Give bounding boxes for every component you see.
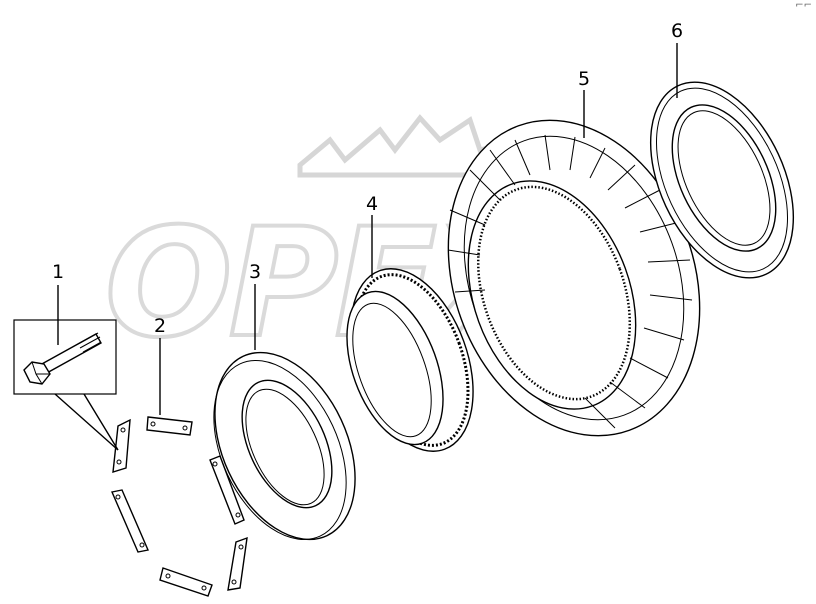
part-1-bolt [13,319,117,395]
leader-1-plates [54,393,119,451]
corner-mark: ⌐⌐ [795,0,812,11]
callout-2: 2 [154,315,166,337]
callout-3: 3 [249,261,261,283]
part-6-flange [649,81,795,279]
callout-6: 6 [671,20,683,42]
bolt-box [13,319,117,395]
callout-1: 1 [52,261,64,283]
part-4-toothed-ring [346,268,474,452]
callout-5: 5 [578,68,590,90]
callout-4: 4 [366,193,378,215]
part-5-ring-gear [447,119,701,437]
part-3-flange [213,351,356,541]
callouts: 1 2 3 4 5 6 [52,20,683,337]
leader-lines [54,43,678,451]
part-2-lock-plates [111,416,248,597]
